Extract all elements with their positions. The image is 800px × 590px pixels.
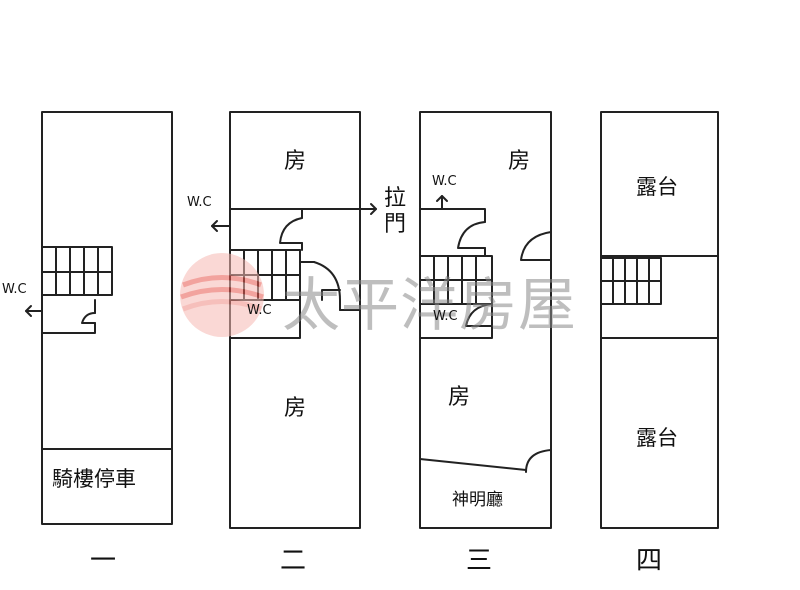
floor4-number-label: 四 bbox=[636, 546, 663, 576]
floor4-terrace-lower-label: 露台 bbox=[636, 426, 678, 450]
floor4-outline bbox=[600, 111, 719, 529]
floor2-door-arrow bbox=[359, 203, 377, 215]
floor3-outline bbox=[419, 111, 552, 529]
floor3-room-upper-label: 房 bbox=[508, 149, 531, 174]
floor2-wc-arrow bbox=[211, 220, 231, 232]
floor2-upper-wc bbox=[279, 208, 303, 251]
floor4-stair bbox=[600, 257, 662, 305]
floor2-room-lower-label: 房 bbox=[284, 396, 307, 421]
floor1-arcade-parking-label: 騎樓停車 bbox=[52, 467, 136, 491]
floor1-wc-room bbox=[41, 299, 96, 334]
floor1-outline bbox=[41, 111, 173, 525]
floor3-lower-wc bbox=[419, 303, 493, 339]
floor2-wc-label-upper: W.C bbox=[187, 195, 212, 210]
watermark-text: 太平洋房屋 bbox=[282, 271, 578, 339]
floor3-wc-label-upper: W.C bbox=[432, 174, 457, 189]
floor3-altar-hall-label: 神明廳 bbox=[452, 490, 503, 510]
floor3-number-label: 三 bbox=[466, 546, 493, 576]
floor3-wc-label-lower: W.C bbox=[433, 309, 458, 324]
floor4-terrace-upper-label: 露台 bbox=[636, 175, 678, 199]
floor1-wc-arrow bbox=[25, 305, 43, 317]
watermark-logo bbox=[180, 253, 264, 337]
floor2-lower-wc bbox=[229, 249, 361, 339]
watermark-logo-circle bbox=[180, 253, 264, 337]
floor3-stair bbox=[419, 255, 493, 305]
floor1-number-label: 一 bbox=[90, 546, 117, 576]
floor3-altar-wall bbox=[419, 449, 552, 473]
floor2-room-upper-label: 房 bbox=[284, 149, 307, 174]
floor1-wc-label: W.C bbox=[2, 282, 27, 297]
floor3-room-lower-label: 房 bbox=[448, 385, 471, 410]
floor3-side-door bbox=[520, 231, 552, 261]
floor3-upper-wc bbox=[419, 195, 486, 257]
floor1-stair bbox=[41, 246, 113, 296]
floor2-sliding-door-label: 拉門 bbox=[384, 186, 407, 237]
floor2-number-label: 二 bbox=[280, 546, 307, 576]
floor2-wc-label-lower: W.C bbox=[247, 303, 272, 318]
